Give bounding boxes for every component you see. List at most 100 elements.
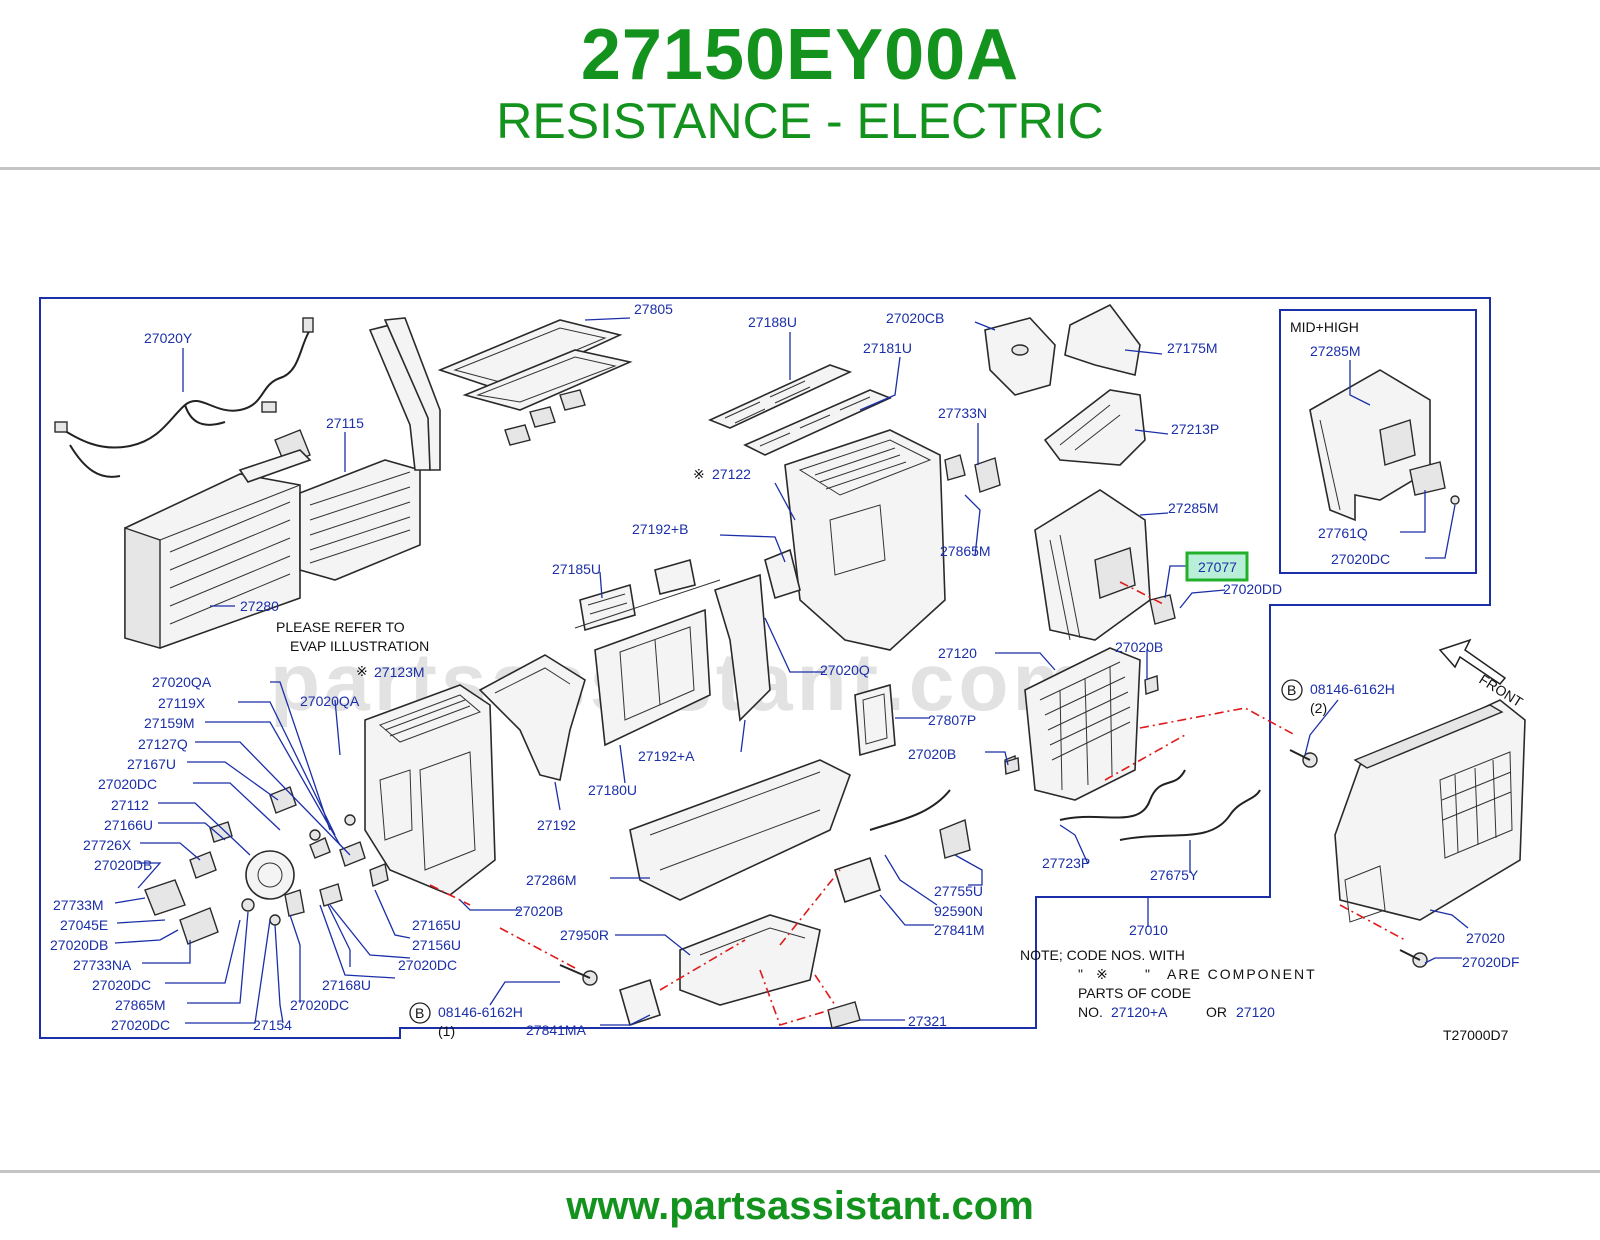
- site-url[interactable]: www.partsassistant.com: [566, 1184, 1034, 1228]
- label-27020DB-2[interactable]: 27020DB: [50, 937, 108, 953]
- blower-case-27120: [1004, 647, 1159, 801]
- label-27280[interactable]: 27280: [240, 598, 279, 614]
- note-line4-pre: NO.: [1078, 1004, 1103, 1020]
- label-27723P[interactable]: 27723P: [1042, 855, 1090, 871]
- label-27020DC-c[interactable]: 27020DC: [111, 1017, 170, 1033]
- label-27950R[interactable]: 27950R: [560, 927, 609, 943]
- label-27841M[interactable]: 27841M: [934, 922, 985, 938]
- label-27865M-b[interactable]: 27865M: [115, 997, 166, 1013]
- label-27020Q[interactable]: 27020Q: [820, 662, 870, 678]
- label-27166U[interactable]: 27166U: [104, 817, 153, 833]
- label-27192-B[interactable]: 27192+B: [632, 521, 688, 537]
- label-27175M[interactable]: 27175M: [1167, 340, 1218, 356]
- label-27020Y[interactable]: 27020Y: [144, 330, 193, 346]
- label-27020DC-a[interactable]: 27020DC: [98, 776, 157, 792]
- leader-lines: [114, 317, 1469, 1026]
- harness-27020y: [54, 317, 314, 478]
- label-27020B-a[interactable]: 27020B: [1115, 639, 1163, 655]
- label-27181U[interactable]: 27181U: [863, 340, 912, 356]
- qty-08146-a: (1): [438, 1023, 455, 1039]
- label-27733NA[interactable]: 27733NA: [73, 957, 132, 973]
- note-line2-mark: ※: [1096, 966, 1108, 982]
- label-27020[interactable]: 27020: [1466, 930, 1505, 946]
- label-27865M-a[interactable]: 27865M: [940, 543, 991, 559]
- label-27192[interactable]: 27192: [537, 817, 576, 833]
- label-27165U[interactable]: 27165U: [412, 917, 461, 933]
- label-27120[interactable]: 27120: [938, 645, 977, 661]
- part-labels: 27020Y 27805 27188U 27020CB 27175M 27181…: [50, 301, 1526, 1039]
- label-27020B-b[interactable]: 27020B: [908, 746, 956, 762]
- label-92590N[interactable]: 92590N: [934, 903, 983, 919]
- label-27020B-c[interactable]: 27020B: [515, 903, 563, 919]
- lower-case-27123m: [364, 684, 496, 896]
- label-27841MA[interactable]: 27841MA: [526, 1022, 587, 1038]
- main-frame: [39, 297, 1491, 1039]
- label-27726X[interactable]: 27726X: [83, 837, 132, 853]
- label-27020DC-b[interactable]: 27020DC: [92, 977, 151, 993]
- label-27159M[interactable]: 27159M: [144, 715, 195, 731]
- bolt-b-letter-a: B: [415, 1005, 424, 1021]
- label-27286M[interactable]: 27286M: [526, 872, 577, 888]
- label-27115[interactable]: 27115: [326, 415, 364, 431]
- label-27805[interactable]: 27805: [634, 301, 673, 317]
- label-27112[interactable]: 27112: [111, 797, 149, 813]
- duct-27192: [478, 654, 586, 781]
- note-line4-or: OR: [1206, 1004, 1227, 1020]
- highlight-box-27077[interactable]: [1185, 551, 1249, 582]
- label-27020CB[interactable]: 27020CB: [886, 310, 944, 326]
- label-27755U[interactable]: 27755U: [934, 883, 983, 899]
- label-27733N[interactable]: 27733N: [938, 405, 987, 421]
- label-27761Q[interactable]: 27761Q: [1318, 525, 1368, 541]
- inset-box-mid-high: [1279, 309, 1477, 574]
- label-27733M[interactable]: 27733M: [53, 897, 104, 913]
- grille-27185u: [574, 548, 801, 632]
- qty-08146-b: (2): [1310, 700, 1327, 716]
- label-27020DC-e[interactable]: 27020DC: [290, 997, 349, 1013]
- inset-unit: [1309, 369, 1460, 522]
- duct-27180u: [594, 573, 771, 747]
- label-08146-6162H-a[interactable]: 08146-6162H: [438, 1004, 523, 1020]
- label-27188U[interactable]: 27188U: [748, 314, 797, 330]
- label-27168U[interactable]: 27168U: [322, 977, 371, 993]
- label-27077[interactable]: 27077: [1198, 559, 1237, 575]
- label-27285M-inset[interactable]: 27285M: [1310, 343, 1361, 359]
- label-27285M[interactable]: 27285M: [1168, 500, 1219, 516]
- complete-unit-27020: [1289, 699, 1526, 968]
- actuators-left: [144, 786, 389, 945]
- front-arrow-icon: [1438, 638, 1507, 686]
- note-line4-part-a[interactable]: 27120+A: [1111, 1004, 1168, 1020]
- bolt-b-marker-a: [409, 1002, 431, 1024]
- label-27122[interactable]: 27122: [712, 466, 751, 482]
- label-27010[interactable]: 27010: [1129, 922, 1168, 938]
- label-27020DB[interactable]: 27020DB: [94, 857, 152, 873]
- seal-27807p: [854, 683, 1020, 775]
- label-27180U[interactable]: 27180U: [588, 782, 637, 798]
- label-27020DC-inset[interactable]: 27020DC: [1331, 551, 1390, 567]
- part-name-subtitle: RESISTANCE - ELECTRIC: [496, 93, 1104, 149]
- heater-core-27115: [238, 317, 441, 581]
- note-line4-part-b[interactable]: 27120: [1236, 1004, 1275, 1020]
- label-27807P[interactable]: 27807P: [928, 712, 976, 728]
- label-27119X[interactable]: 27119X: [158, 695, 206, 711]
- label-27123M[interactable]: 27123M: [374, 664, 425, 680]
- label-27675Y[interactable]: 27675Y: [1150, 867, 1199, 883]
- label-27020DD[interactable]: 27020DD: [1223, 581, 1282, 597]
- label-27020DF[interactable]: 27020DF: [1462, 954, 1520, 970]
- label-27154[interactable]: 27154: [253, 1017, 292, 1033]
- label-27020QA-b[interactable]: 27020QA: [300, 693, 360, 709]
- label-27192-A[interactable]: 27192+A: [638, 748, 695, 764]
- label-27020DC-d[interactable]: 27020DC: [398, 957, 457, 973]
- label-27156U[interactable]: 27156U: [412, 937, 461, 953]
- label-27127Q[interactable]: 27127Q: [138, 736, 188, 752]
- label-27321[interactable]: 27321: [908, 1013, 947, 1029]
- wires-27723p-27675y: [1059, 769, 1261, 841]
- label-08146-6162H-b[interactable]: 08146-6162H: [1310, 681, 1395, 697]
- label-27167U[interactable]: 27167U: [127, 756, 176, 772]
- label-27213P[interactable]: 27213P: [1171, 421, 1219, 437]
- label-27045E[interactable]: 27045E: [60, 917, 108, 933]
- refer-note-line1: PLEASE REFER TO: [276, 619, 405, 635]
- label-27020QA-a[interactable]: 27020QA: [152, 674, 212, 690]
- label-27185U[interactable]: 27185U: [552, 561, 601, 577]
- part-number-title: 27150EY00A: [580, 15, 1020, 95]
